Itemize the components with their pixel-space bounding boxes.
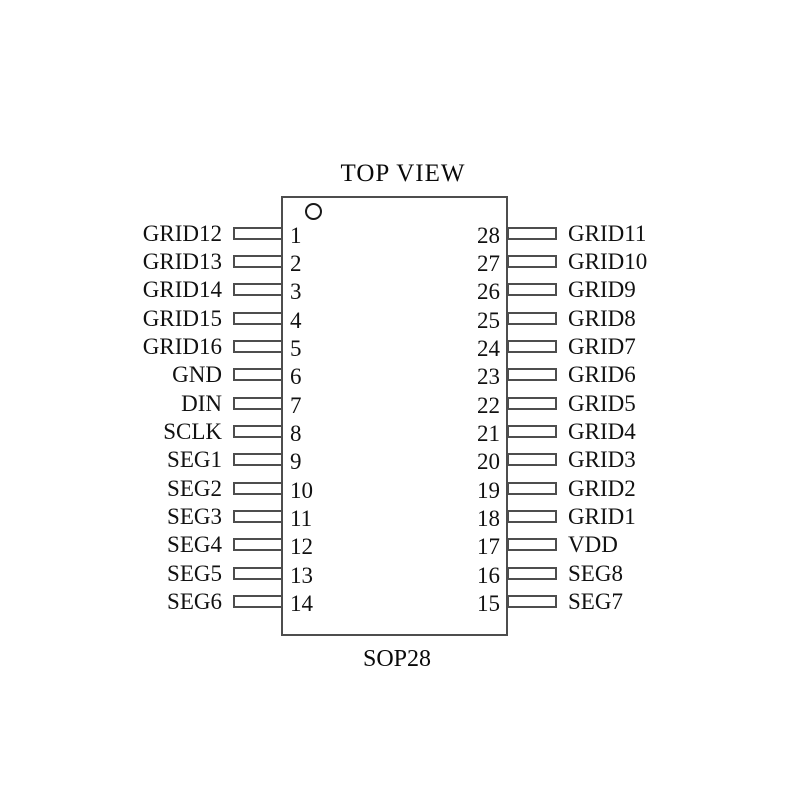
pin-label-17: VDD	[568, 532, 618, 558]
left-pin-leads	[233, 219, 283, 616]
pin-lead-13	[233, 566, 283, 580]
pin-label-28: GRID11	[568, 220, 647, 246]
pin-lead-3	[233, 283, 283, 297]
pin-number-17: 17	[477, 534, 500, 560]
pin-label-7: DIN	[181, 390, 222, 416]
pin-label-27: GRID10	[568, 249, 648, 275]
pin-label-5: GRID16	[142, 334, 222, 360]
pin-lead-25	[507, 311, 557, 325]
pin-lead-18	[507, 510, 557, 524]
pin-label-25: GRID8	[568, 305, 636, 331]
pin-lead-10	[233, 481, 283, 495]
pin-label-8: SCLK	[163, 419, 222, 445]
pin-lead-26	[507, 283, 557, 297]
pin1-indicator-icon	[305, 203, 322, 220]
pin-label-11: SEG3	[167, 504, 222, 530]
pin-number-5: 5	[290, 336, 302, 362]
pin-number-23: 23	[477, 364, 500, 390]
pin-lead-21	[507, 425, 557, 439]
pin-label-9: SEG1	[167, 447, 222, 473]
pin-number-16: 16	[477, 562, 500, 588]
pin-number-24: 24	[477, 336, 500, 362]
pin-label-23: GRID6	[568, 362, 636, 388]
pin-lead-24	[507, 340, 557, 354]
right-pin-numbers: 28 27 26 25 24 23 22 21 20 19 18 17 16 1…	[455, 221, 500, 618]
pin-label-21: GRID4	[568, 419, 636, 445]
pin-lead-7	[233, 396, 283, 410]
pin-lead-14	[233, 595, 283, 609]
pin-lead-9	[233, 453, 283, 467]
pin-number-20: 20	[477, 449, 500, 475]
pin-number-1: 1	[290, 222, 302, 248]
pin-number-8: 8	[290, 421, 302, 447]
pin-label-3: GRID14	[142, 277, 222, 303]
pin-label-2: GRID13	[142, 249, 222, 275]
right-pin-labels: GRID11 GRID10 GRID9 GRID8 GRID7 GRID6 GR…	[568, 219, 738, 616]
pin-lead-4	[233, 311, 283, 325]
pin-lead-11	[233, 510, 283, 524]
pin-label-14: SEG6	[167, 589, 222, 615]
pin-lead-17	[507, 538, 557, 552]
pin-number-21: 21	[477, 421, 500, 447]
pin-label-19: GRID2	[568, 475, 636, 501]
pin-lead-28	[507, 226, 557, 240]
pin-label-20: GRID3	[568, 447, 636, 473]
pin-label-10: SEG2	[167, 475, 222, 501]
pin-number-2: 2	[290, 251, 302, 277]
pin-label-1: GRID12	[142, 220, 222, 246]
pin-lead-19	[507, 481, 557, 495]
chip-body	[281, 196, 508, 636]
pin-label-16: SEG8	[568, 560, 623, 586]
pin-label-26: GRID9	[568, 277, 636, 303]
pin-label-13: SEG5	[167, 560, 222, 586]
left-pin-numbers: 1 2 3 4 5 6 7 8 9 10 11 12 13 14	[290, 221, 340, 618]
pin-number-4: 4	[290, 307, 302, 333]
pin-lead-12	[233, 538, 283, 552]
pin-label-18: GRID1	[568, 504, 636, 530]
pin-lead-2	[233, 255, 283, 269]
pin-number-18: 18	[477, 506, 500, 532]
pin-lead-15	[507, 595, 557, 609]
pin-label-15: SEG7	[568, 589, 623, 615]
right-pin-leads	[507, 219, 557, 616]
pin-number-26: 26	[477, 279, 500, 305]
pin-label-6: GND	[172, 362, 222, 388]
pin-number-7: 7	[290, 392, 302, 418]
pin-lead-16	[507, 566, 557, 580]
pin-lead-27	[507, 255, 557, 269]
pin-number-27: 27	[477, 251, 500, 277]
pin-number-13: 13	[290, 562, 313, 588]
pin-lead-6	[233, 368, 283, 382]
pin-lead-1	[233, 226, 283, 240]
pin-number-19: 19	[477, 477, 500, 503]
pin-label-4: GRID15	[142, 305, 222, 331]
package-label: SOP28	[362, 646, 432, 672]
pin-label-12: SEG4	[167, 532, 222, 558]
pin-number-22: 22	[477, 392, 500, 418]
pin-number-6: 6	[290, 364, 302, 390]
pin-number-14: 14	[290, 591, 313, 617]
left-pin-labels: GRID12 GRID13 GRID14 GRID15 GRID16 GND D…	[0, 219, 222, 616]
pin-lead-5	[233, 340, 283, 354]
pin-number-3: 3	[290, 279, 302, 305]
pin-number-28: 28	[477, 222, 500, 248]
diagram-title: TOP VIEW	[340, 160, 466, 187]
pin-label-22: GRID5	[568, 390, 636, 416]
pin-lead-8	[233, 425, 283, 439]
pin-lead-22	[507, 396, 557, 410]
pin-number-25: 25	[477, 307, 500, 333]
pin-number-15: 15	[477, 591, 500, 617]
pin-label-24: GRID7	[568, 334, 636, 360]
pin-number-12: 12	[290, 534, 313, 560]
pin-lead-20	[507, 453, 557, 467]
pin-number-11: 11	[290, 506, 313, 532]
pin-lead-23	[507, 368, 557, 382]
pin-number-10: 10	[290, 477, 313, 503]
pin-number-9: 9	[290, 449, 302, 475]
